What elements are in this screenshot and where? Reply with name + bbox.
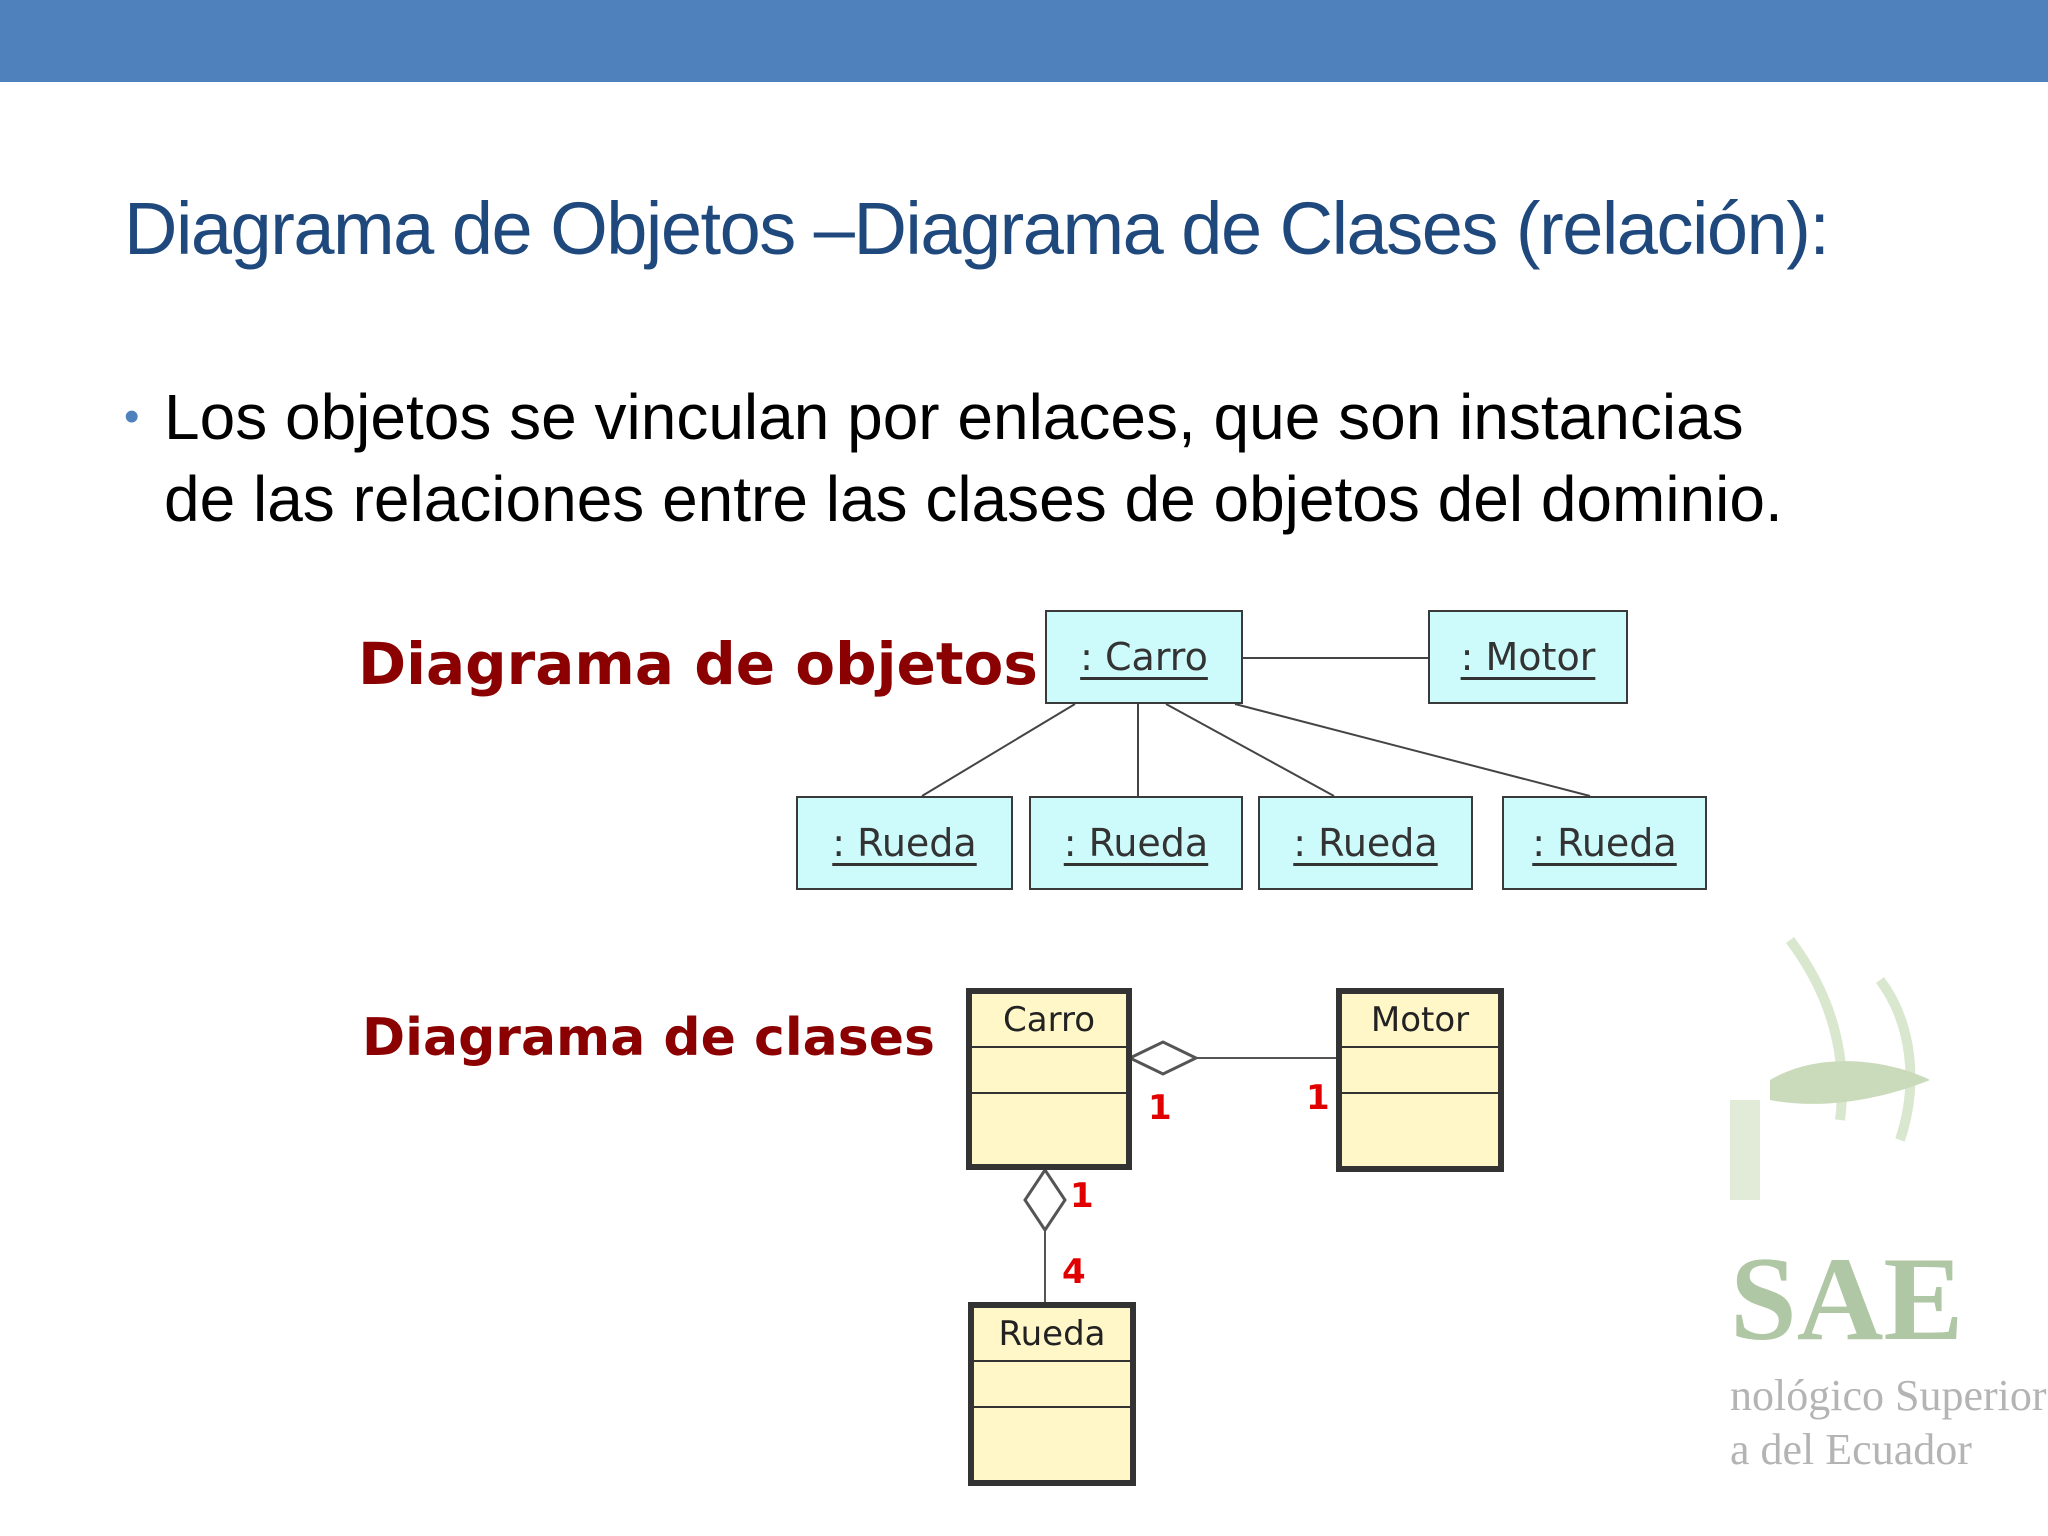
bullet-line-1: Los objetos se vinculan por enlaces, que… [164, 381, 1744, 453]
institution-watermark: SAE nológico Superior a del Ecuador [1730, 900, 2048, 1536]
object-motor: : Motor [1428, 610, 1628, 704]
class-carro: Carro [966, 988, 1132, 1170]
object-rueda-1-name: : Rueda [832, 821, 977, 865]
aggregation-diamond-rueda-icon [1023, 1167, 1067, 1233]
class-rueda-attributes [974, 1362, 1130, 1408]
class-carro-attributes [972, 1048, 1126, 1094]
slide-title: Diagrama de Objetos –Diagrama de Clases … [124, 187, 1830, 270]
object-rueda-4: : Rueda [1502, 796, 1707, 890]
class-motor-operations [1342, 1094, 1498, 1166]
class-carro-name: Carro [972, 994, 1126, 1048]
bullet-text: Los objetos se vinculan por enlaces, que… [164, 376, 1964, 540]
link-carro-rueda-3 [1165, 703, 1335, 797]
class-diagram-label: Diagrama de clases [362, 1008, 935, 1068]
class-rueda-operations [974, 1408, 1130, 1480]
top-bar [0, 0, 2048, 82]
multiplicity-rueda-carro: 4 [1062, 1252, 1086, 1292]
object-carro-name: : Carro [1080, 635, 1208, 679]
leaf-hand-icon [1730, 937, 1930, 1200]
watermark-line-1: nológico Superior [1730, 1371, 2047, 1420]
object-rueda-2-name: : Rueda [1063, 821, 1209, 865]
link-carro-rueda-4 [1234, 703, 1591, 797]
object-rueda-4-name: : Rueda [1532, 821, 1677, 865]
object-carro: : Carro [1045, 610, 1243, 704]
watermark-line-2: a del Ecuador [1730, 1425, 1972, 1474]
class-motor-name: Motor [1342, 994, 1498, 1048]
object-rueda-1: : Rueda [796, 796, 1013, 890]
aggregation-diamond-motor-icon [1126, 1040, 1200, 1076]
object-motor-name: : Motor [1460, 635, 1596, 679]
class-motor: Motor [1336, 988, 1504, 1172]
object-rueda-3-name: : Rueda [1293, 821, 1438, 865]
class-motor-attributes [1342, 1048, 1498, 1094]
bullet-dot-icon: • [124, 392, 140, 441]
class-carro-operations [972, 1094, 1126, 1164]
object-rueda-3: : Rueda [1258, 796, 1473, 890]
object-diagram-label: Diagrama de objetos [358, 630, 1038, 698]
multiplicity-carro-rueda: 1 [1070, 1176, 1094, 1216]
multiplicity-carro-motor: 1 [1148, 1088, 1172, 1128]
link-carro-rueda-1 [921, 703, 1076, 797]
class-rueda-name: Rueda [974, 1308, 1130, 1362]
bullet-line-2: de las relaciones entre las clases de ob… [164, 463, 1783, 535]
watermark-letters: SAE [1730, 1232, 1964, 1365]
class-rueda: Rueda [968, 1302, 1136, 1486]
multiplicity-motor-carro: 1 [1306, 1078, 1330, 1118]
object-rueda-2: : Rueda [1029, 796, 1243, 890]
